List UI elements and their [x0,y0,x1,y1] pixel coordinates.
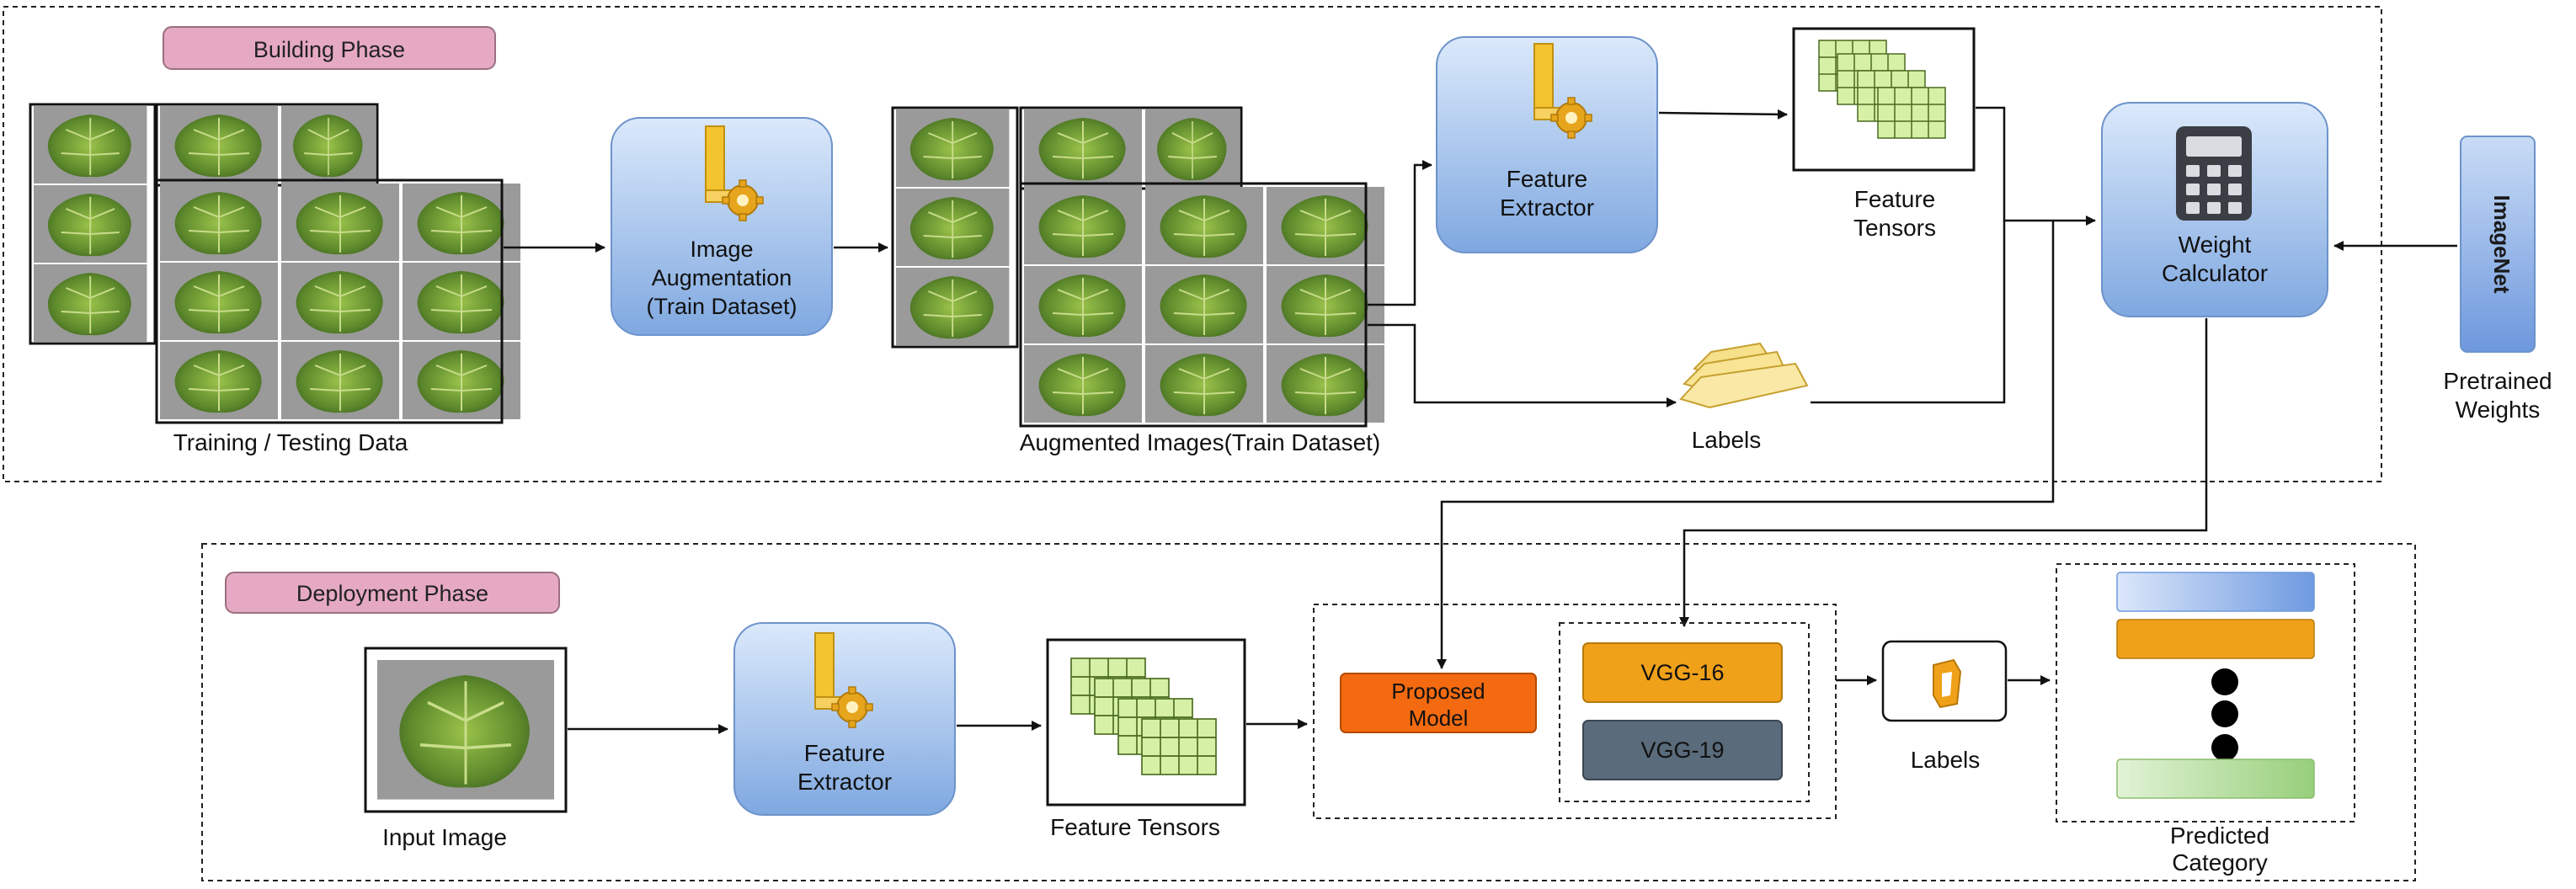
building-connectors [504,106,2457,669]
ellipsis-dot [2211,700,2238,727]
vgg16-box: VGG-16 [1582,642,1783,703]
deployment-connectors [568,675,2051,734]
svg-text:Model: Model [1409,705,1469,731]
svg-text:ImageNet: ImageNet [2489,194,2515,293]
calculator-icon [2176,126,2252,221]
ellipsis-dot [2211,734,2238,761]
feature-tensors-deployment: Feature Tensors [1046,638,1246,840]
training-data-images [29,103,521,424]
svg-text:Weight: Weight [2179,232,2252,258]
input-image: Input Image [364,647,568,850]
feature-tensors-building: Feature Tensors [1792,27,1976,241]
svg-text:(Train Dataset): (Train Dataset) [646,294,797,319]
ellipsis-dot [2211,668,2238,695]
svg-text:Feature: Feature [1507,166,1588,192]
svg-text:VGG-16: VGG-16 [1640,660,1724,685]
svg-text:Feature Tensors: Feature Tensors [1050,814,1220,840]
pretrained-weights-line2: Weights [2456,397,2541,423]
augmented-images-label: Augmented Images(Train Dataset) [1020,429,1381,455]
svg-text:Labels: Labels [1692,427,1762,453]
svg-text:Image: Image [690,237,753,262]
weight-calculator-box: Weight Calculator [2101,102,2328,317]
labels-icon-building: Labels [1679,342,1809,453]
category-bar-blue [2116,572,2315,612]
category-bar-green [2116,759,2315,799]
svg-text:VGG-19: VGG-19 [1640,737,1724,763]
feature-extractor-building: Feature Extractor [1436,36,1658,253]
svg-text:Extractor: Extractor [1500,194,1594,221]
predicted-category-frame [2056,563,2355,822]
training-data-label: Training / Testing Data [173,429,408,455]
feature-extractor-deployment: Feature Extractor [733,622,956,816]
imagenet-box: ImageNet [2460,136,2536,353]
labels-icon-deployment: Labels [1881,640,2008,773]
svg-text:Calculator: Calculator [2162,260,2268,286]
image-augmentation-box: Image Augmentation (Train Dataset) [611,117,833,336]
vgg19-box: VGG-19 [1582,720,1783,780]
building-phase-label: Building Phase [163,26,496,70]
predicted-category-line1: Predicted [2170,822,2269,849]
deployment-phase-frame [201,543,2416,881]
models-frame [1313,604,1837,819]
proposed-model-box: Proposed Model [1340,673,1537,733]
svg-text:Tensors: Tensors [1853,215,1936,241]
augmented-images [891,106,1385,428]
vgg-frame [1559,622,1810,802]
pretrained-weights-line1: Pretrained [2443,368,2552,394]
svg-text:Deployment Phase: Deployment Phase [296,581,488,606]
svg-text:Augmentation: Augmentation [652,265,792,290]
svg-text:Labels: Labels [1911,747,1981,773]
building-phase-frame [3,6,2382,482]
svg-text:Proposed: Proposed [1391,679,1485,704]
svg-text:Extractor: Extractor [797,769,892,795]
predicted-category-line2: Category [2172,849,2268,876]
category-bar-orange [2116,619,2315,659]
svg-text:Feature: Feature [1854,186,1936,212]
svg-text:Building Phase: Building Phase [253,37,405,62]
svg-text:Input Image: Input Image [382,824,507,850]
svg-text:Feature: Feature [804,740,886,766]
deployment-phase-label: Deployment Phase [225,572,560,614]
